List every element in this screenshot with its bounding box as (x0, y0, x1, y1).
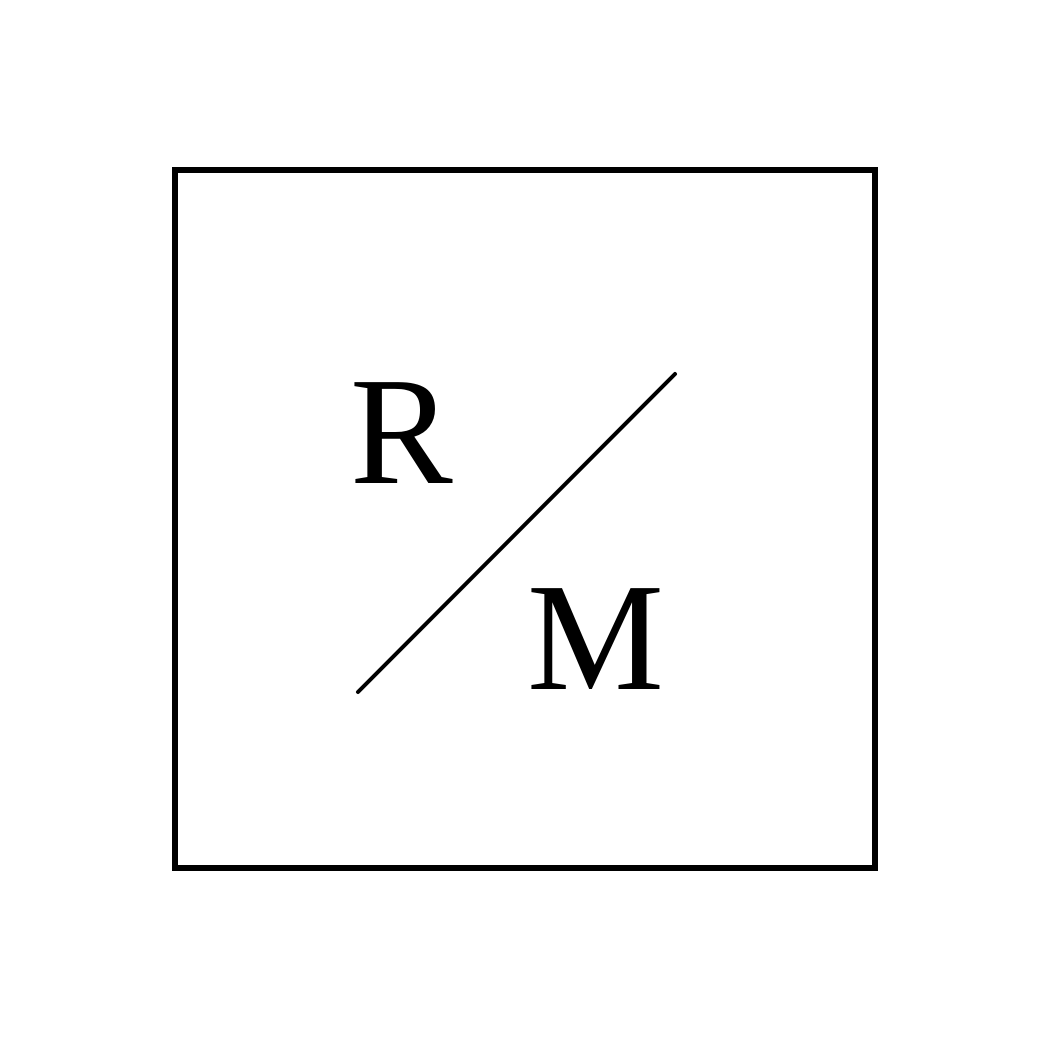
logo-frame (172, 167, 878, 871)
diagonal-divider (356, 372, 677, 694)
monogram-letter-m: M (527, 553, 664, 723)
monogram-letter-r: R (350, 347, 453, 517)
